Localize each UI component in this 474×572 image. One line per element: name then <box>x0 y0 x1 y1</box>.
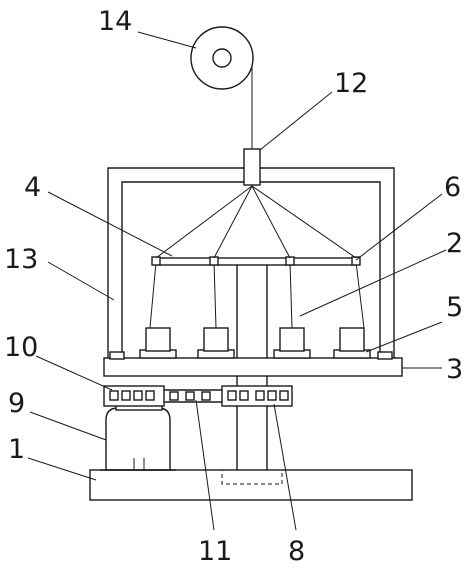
label-2: 2 <box>446 228 463 259</box>
label-13: 13 <box>4 244 38 275</box>
pulley-hub <box>212 48 232 68</box>
thread-bobbin-2 <box>213 261 217 329</box>
guide-bar <box>155 257 357 266</box>
chain-link <box>169 391 179 401</box>
leader-14 <box>137 31 197 49</box>
leader-4 <box>47 191 173 257</box>
sprocket-tooth <box>267 390 277 401</box>
guide-eye <box>209 256 219 266</box>
label-1: 1 <box>8 434 25 465</box>
frame-foot-right <box>377 351 393 360</box>
guide-eye-6 <box>151 256 161 266</box>
leader-8 <box>273 403 297 531</box>
sprocket-tooth <box>145 390 155 401</box>
sprocket-tooth <box>279 390 289 401</box>
label-8: 8 <box>288 536 305 567</box>
label-6: 6 <box>444 172 461 203</box>
frame-foot-left <box>109 351 125 360</box>
label-10: 10 <box>4 332 38 363</box>
leader-11 <box>195 399 215 531</box>
chain-link <box>201 391 211 401</box>
motor-body <box>105 407 171 471</box>
leader-1 <box>27 457 97 481</box>
sprocket-tooth <box>109 390 119 401</box>
label-5: 5 <box>446 292 463 323</box>
label-12: 12 <box>334 68 368 99</box>
leader-5 <box>365 321 443 353</box>
guide-eye <box>351 256 361 266</box>
base-plate <box>89 469 413 501</box>
label-11: 11 <box>198 536 232 567</box>
sprocket-tooth <box>227 390 237 401</box>
leader-13 <box>47 261 115 301</box>
bobbin-3 <box>273 327 311 359</box>
sprocket-tooth <box>133 390 143 401</box>
leader-6 <box>355 193 443 261</box>
chain-link <box>185 391 195 401</box>
bearing-hidden <box>221 469 283 485</box>
turntable <box>103 357 403 377</box>
thread-bobbin-4 <box>355 261 365 329</box>
leader-9 <box>29 411 107 441</box>
thread-converge-2 <box>213 185 253 259</box>
sprocket-tooth <box>255 390 265 401</box>
sprocket-tooth <box>239 390 249 401</box>
leader-12 <box>259 91 333 151</box>
sprocket-tooth <box>121 390 131 401</box>
thread-bobbin-3 <box>289 261 293 329</box>
label-9: 9 <box>8 388 25 419</box>
thread-converge-1 <box>155 185 253 259</box>
bobbin-4 <box>333 327 371 359</box>
bobbin-1 <box>139 327 177 359</box>
leader-2 <box>299 249 447 317</box>
guide-eye <box>285 256 295 266</box>
collector <box>243 148 261 186</box>
leader-10 <box>35 355 113 391</box>
bobbin-2 <box>197 327 235 359</box>
thread-bobbin-1 <box>149 261 157 329</box>
label-14: 14 <box>98 6 132 37</box>
thread-converge-4 <box>251 185 357 259</box>
label-3: 3 <box>446 354 463 385</box>
label-4: 4 <box>24 172 41 203</box>
thread-converge-3 <box>251 185 291 259</box>
